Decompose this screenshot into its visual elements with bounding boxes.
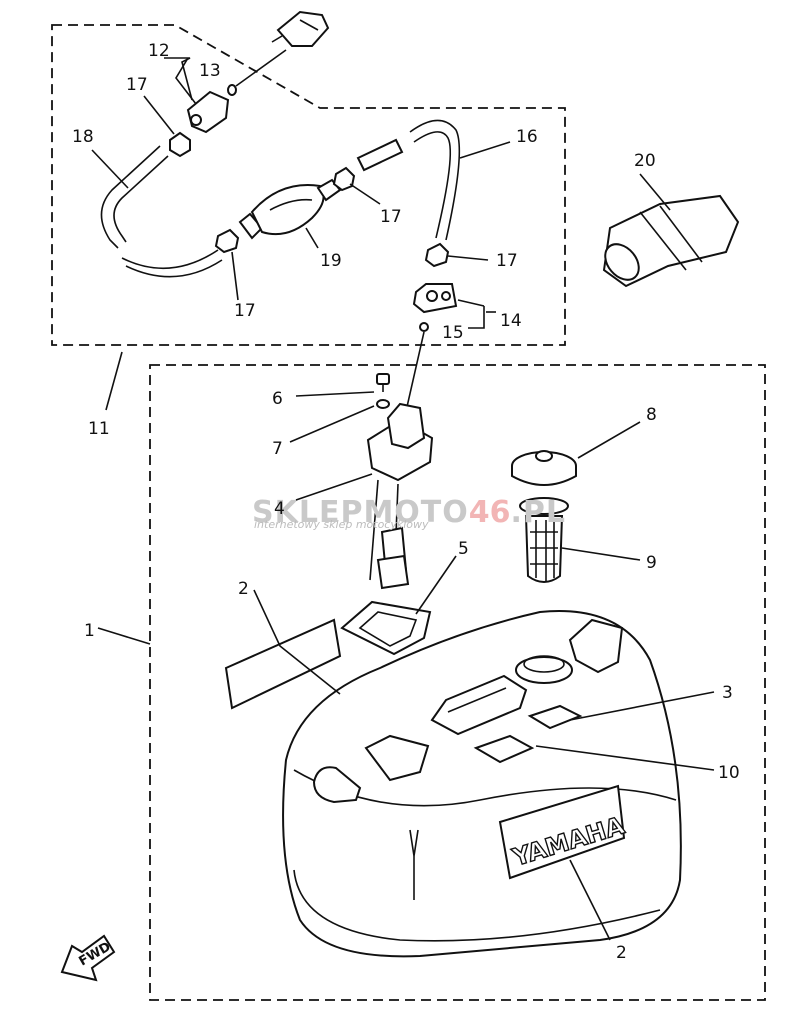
callout-2-top: 2 [238, 579, 249, 599]
watermark-tagline: internetowy sklep motocyklowy [254, 518, 429, 531]
callout-17-mid: 17 [380, 207, 402, 227]
leader-lines [91, 49, 715, 941]
callout-11: 11 [88, 419, 110, 439]
callout-4: 4 [274, 499, 285, 519]
tank-joint-14 [412, 283, 458, 332]
washer-7 [376, 399, 390, 409]
fuel-line-assembly-outline [51, 24, 566, 346]
fuel-tank-assembly-outline [149, 364, 766, 1001]
callout-labels: 12 13 17 18 16 20 17 19 17 17 14 15 11 6… [72, 41, 740, 963]
gasket-5 [340, 600, 432, 656]
callout-15: 15 [442, 323, 464, 343]
hose-joint-13 [186, 84, 237, 134]
callout-16: 16 [516, 127, 538, 147]
watermark-brand-1: SKLEPMOTO [252, 495, 469, 530]
callout-6: 6 [272, 389, 283, 409]
watermark-brand-3: .PL [511, 495, 567, 530]
svg-text:SKLEPMOTO46.PL: SKLEPMOTO46.PL [252, 495, 566, 530]
callout-8: 8 [646, 405, 657, 425]
callout-12: 12 [148, 41, 170, 61]
fuel-hose-16 [409, 119, 461, 241]
callout-19: 19 [320, 251, 342, 271]
callout-17-bottom: 17 [234, 301, 256, 321]
fuel-cap-8 [511, 450, 577, 486]
cover-20 [602, 194, 740, 288]
callout-10: 10 [718, 763, 740, 783]
callout-20: 20 [634, 151, 656, 171]
callout-2-bottom: 2 [616, 943, 627, 963]
callout-3: 3 [722, 683, 733, 703]
label-sticker-2 [224, 618, 342, 710]
callout-17-top: 17 [126, 75, 148, 95]
callout-17-right: 17 [496, 251, 518, 271]
forward-direction-arrow: FWD [60, 934, 116, 982]
engine-connector [271, 10, 330, 47]
hose-clamp-17-b [214, 228, 240, 254]
fuel-tank-1: YAMAHA [282, 610, 682, 958]
callout-14: 14 [500, 311, 522, 331]
fuel-strainer-9 [519, 497, 569, 583]
callout-1: 1 [84, 621, 95, 641]
callout-13: 13 [199, 61, 221, 81]
callout-7: 7 [272, 439, 283, 459]
screw-6 [376, 373, 390, 392]
fuel-hose-18 [100, 145, 223, 278]
callout-9: 9 [646, 553, 657, 573]
short-hose [356, 138, 404, 172]
fuel-meter-4 [366, 402, 434, 590]
hose-clamp-17-a [169, 131, 191, 158]
watermark: SKLEPMOTO46.PL internetowy sklep motocyk… [252, 495, 566, 531]
hose-clamp-17-d [424, 242, 450, 268]
watermark-brand-2: 46 [469, 495, 511, 530]
primer-bulb-19 [238, 178, 342, 240]
callout-5: 5 [458, 539, 469, 559]
hose-clamp-17-c [332, 166, 356, 192]
callout-18: 18 [72, 127, 94, 147]
